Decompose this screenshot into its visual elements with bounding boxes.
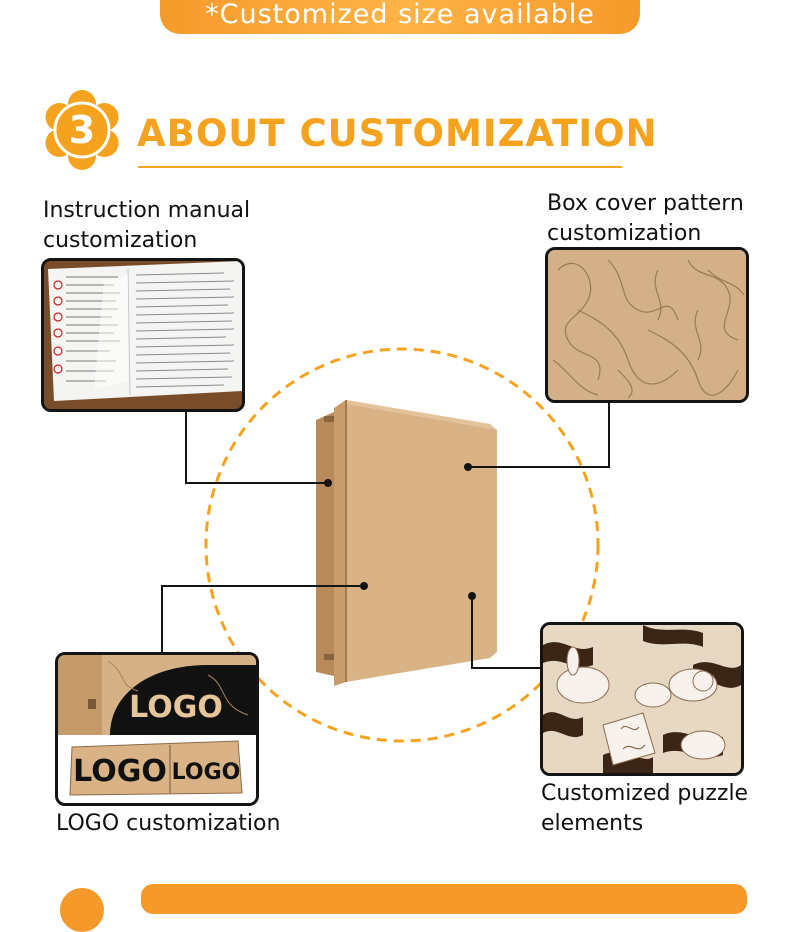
box-logo-text-front: LOGO — [73, 754, 167, 789]
next-section-badge — [60, 888, 104, 932]
top-banner: *Customized size available — [160, 0, 640, 34]
section-title: ABOUT CUSTOMIZATION — [137, 112, 658, 155]
dashed-circle — [204, 347, 600, 743]
logo-customization-photo: LOGO LOGO LOGO — [55, 652, 259, 806]
connector-instruction — [185, 410, 328, 484]
step-number-badge: 3 — [45, 90, 119, 170]
diagram-canvas — [161, 347, 610, 743]
top-banner-text: *Customized size available — [205, 0, 595, 30]
instruction-manual-photo — [41, 258, 245, 412]
connector-box-cover — [468, 400, 610, 468]
next-section-banner — [141, 884, 747, 914]
box-logo-text-side: LOGO — [172, 760, 241, 785]
box-cover-label: Box cover pattern customization — [547, 191, 744, 246]
connector-elements — [471, 596, 541, 669]
puzzle-elements-label: Customized puzzle elements — [541, 781, 749, 836]
puzzle-elements-photo — [540, 622, 744, 776]
title-underline — [138, 166, 622, 168]
step-number: 3 — [69, 108, 95, 152]
wooden-box-illustration — [316, 400, 497, 686]
engraved-logo-text: LOGO — [129, 690, 223, 725]
logo-customization-label: LOGO customization — [56, 811, 281, 836]
box-cover-pattern-photo — [545, 247, 749, 403]
connector-logo — [161, 585, 364, 652]
instruction-manual-label: Instruction manual customization — [43, 198, 251, 253]
